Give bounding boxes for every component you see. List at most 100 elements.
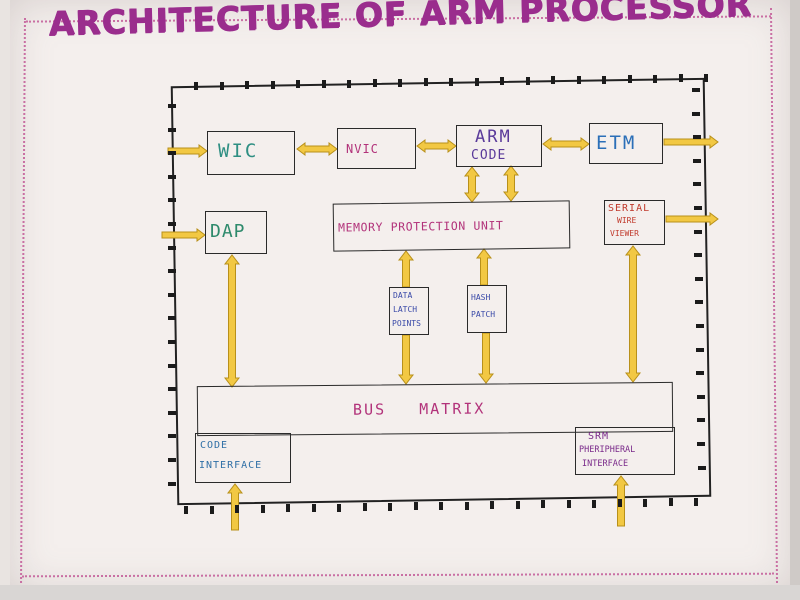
pin-left xyxy=(168,387,176,392)
pin-right xyxy=(692,111,701,116)
pin-top xyxy=(423,78,428,87)
srm-peripheral-label: PHERIPHERAL xyxy=(579,445,636,455)
hash-patch-block: HASH PATCH xyxy=(467,285,507,333)
arrow-arm-etm xyxy=(542,137,590,151)
code-label: CODE xyxy=(471,148,507,163)
pin-left xyxy=(168,410,176,415)
pin-bottom xyxy=(490,501,494,510)
arrow-serial-out xyxy=(665,212,719,226)
srm-peripheral-interface-block: SRM PHERIPHERAL INTERFACE xyxy=(575,427,675,475)
pin-top xyxy=(551,76,555,85)
arrow-latch-bus xyxy=(397,334,415,385)
pin-top xyxy=(678,74,683,83)
dap-block: DAP xyxy=(205,211,267,254)
arrow-arm-mpu-right xyxy=(502,165,520,202)
arrow-arm-mpu-left xyxy=(463,166,481,203)
background-edge-bottom xyxy=(0,585,800,600)
arrow-hash-bus xyxy=(477,332,495,384)
pin-right xyxy=(697,465,706,470)
pin-right xyxy=(693,182,702,187)
wic-block: WIC xyxy=(207,131,295,175)
pin-bottom xyxy=(235,505,239,514)
pin-bottom xyxy=(286,504,290,513)
pin-bottom xyxy=(184,506,188,514)
pin-left xyxy=(168,481,176,486)
pin-top xyxy=(627,75,632,84)
pin-right xyxy=(696,394,705,399)
pin-top xyxy=(194,82,198,90)
pin-top xyxy=(474,77,479,86)
pin-left xyxy=(168,434,176,439)
arrow-dap-bus xyxy=(223,254,241,388)
arrow-serial-bus xyxy=(624,245,642,383)
arrow-mpu-hash xyxy=(475,248,493,286)
data-label: DATA xyxy=(393,291,413,300)
pin-bottom xyxy=(464,501,469,510)
pin-top xyxy=(398,78,402,87)
pin-left xyxy=(168,174,176,179)
pin-bottom xyxy=(362,503,367,512)
pin-right xyxy=(692,88,700,92)
dap-label: DAP xyxy=(210,221,246,242)
data-latch-points-block: DATA LATCH POINTS xyxy=(389,287,429,335)
pin-top xyxy=(602,75,606,84)
pin-top xyxy=(372,79,377,88)
pin-bottom xyxy=(260,504,265,513)
patch-label: PATCH xyxy=(471,310,496,319)
pin-top xyxy=(219,81,224,90)
points-label: POINTS xyxy=(392,319,421,328)
code-if-label-1: CODE xyxy=(200,440,229,451)
pin-left xyxy=(168,198,176,203)
nvic-block: NVIC xyxy=(337,128,416,169)
pin-bottom xyxy=(617,499,622,508)
pin-bottom xyxy=(541,500,545,509)
code-interface-block: CODE INTERFACE xyxy=(195,433,291,483)
pin-left xyxy=(168,245,176,250)
srm-label: SRM xyxy=(588,431,610,442)
pin-left xyxy=(168,269,176,274)
pin-left xyxy=(168,363,176,368)
pin-bottom xyxy=(566,500,571,508)
pin-bottom xyxy=(388,502,392,511)
pin-right xyxy=(696,371,705,376)
pin-bottom xyxy=(694,498,698,506)
nvic-label: NVIC xyxy=(346,142,379,156)
arrow-mpu-latch xyxy=(397,250,415,288)
pin-top xyxy=(449,78,453,86)
arm-label: ARM xyxy=(475,127,512,147)
pin-right xyxy=(696,418,705,423)
pin-left xyxy=(168,151,176,156)
wic-label: WIC xyxy=(218,140,259,162)
pin-bottom xyxy=(311,504,316,512)
code-if-label-2: INTERFACE xyxy=(199,460,263,471)
pin-left xyxy=(168,292,176,297)
pin-top xyxy=(525,76,530,85)
etm-block: ETM xyxy=(589,123,663,164)
mpu-label: MEMORY PROTECTION UNIT xyxy=(337,218,504,235)
pin-top xyxy=(347,79,351,88)
pin-right xyxy=(695,324,704,328)
viewer-label: VIEWER xyxy=(610,229,639,238)
pin-top xyxy=(270,80,275,89)
pin-top xyxy=(576,76,581,84)
pin-bottom xyxy=(643,498,647,507)
pin-top xyxy=(704,74,708,82)
pin-top xyxy=(245,81,249,90)
arrow-nvic-arm xyxy=(416,139,457,153)
mpu-block: MEMORY PROTECTION UNIT xyxy=(332,200,571,252)
pin-right xyxy=(694,253,703,258)
pin-left xyxy=(168,340,176,344)
bus-matrix-label: BUS MATRIX xyxy=(352,399,486,419)
pin-left xyxy=(168,316,176,321)
serial-wire-viewer-block: SERIAL WIRE VIEWER xyxy=(604,200,665,245)
pin-top xyxy=(500,77,504,86)
pin-bottom xyxy=(209,505,214,514)
arm-code-block: ARM CODE xyxy=(456,125,542,167)
wire-label: WIRE xyxy=(617,216,637,225)
pin-left xyxy=(168,104,176,108)
latch-label: LATCH xyxy=(393,305,418,314)
pin-top xyxy=(321,80,326,88)
pin-right xyxy=(695,347,704,352)
pin-left xyxy=(168,222,176,226)
pin-right xyxy=(692,135,701,140)
